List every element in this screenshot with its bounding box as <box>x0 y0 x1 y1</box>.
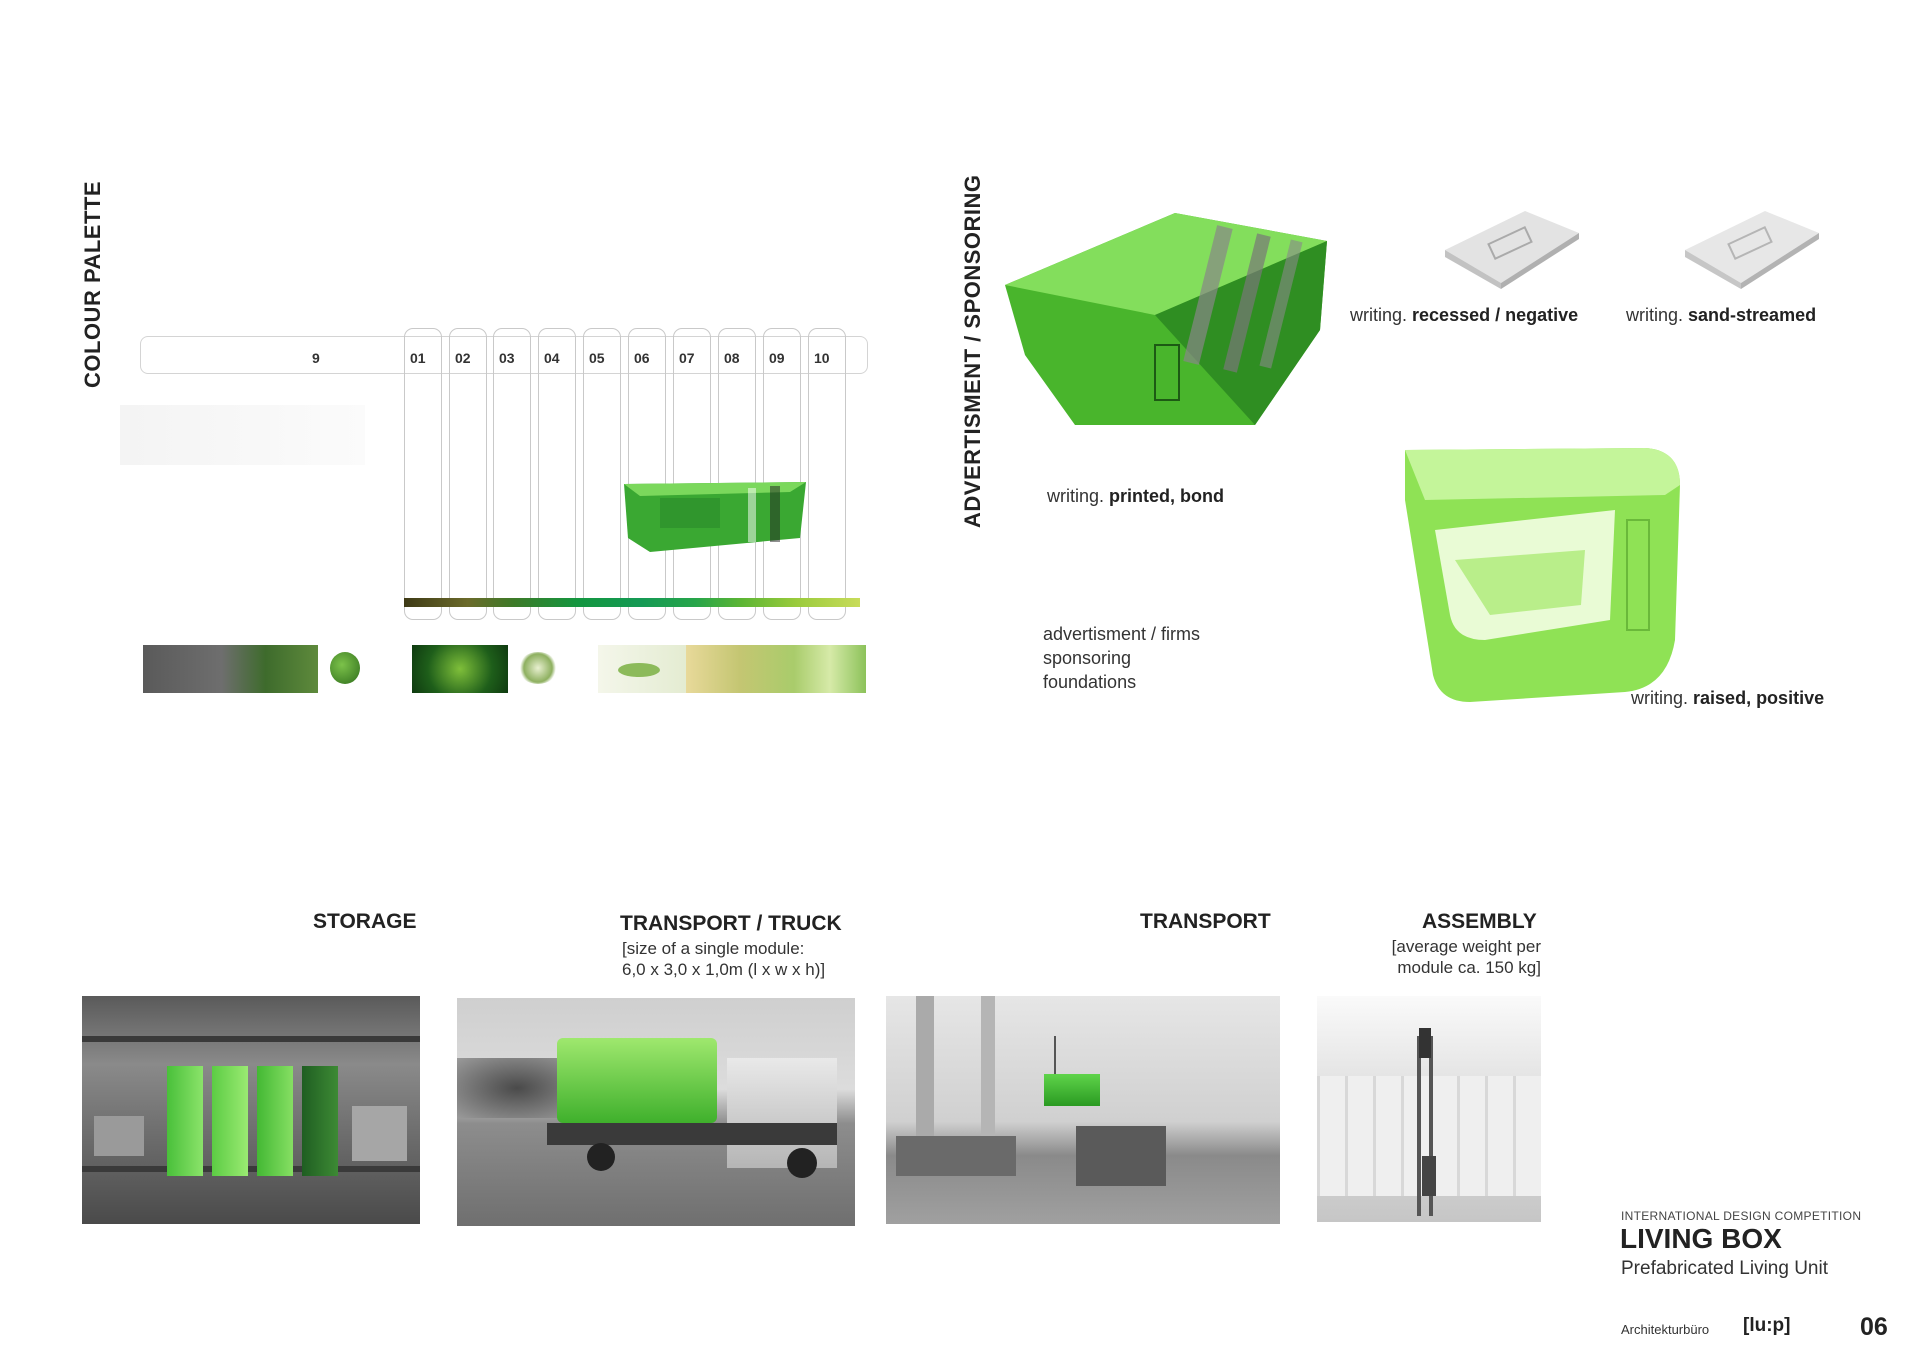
palette-photo-limes <box>686 645 866 693</box>
transport-truck-title: TRANSPORT / TRUCK <box>620 912 842 935</box>
palette-column <box>808 328 846 620</box>
transport-title: TRANSPORT <box>1140 910 1271 933</box>
assembly-subtitle: [average weight per module ca. 150 kg] <box>1391 937 1541 977</box>
assembly-title: ASSEMBLY <box>1422 910 1537 933</box>
recessed-slab-image <box>1445 211 1579 289</box>
palette-column-number: 02 <box>455 350 471 366</box>
palette-swatch-bar <box>404 598 860 607</box>
truck-photo <box>457 998 855 1226</box>
list-item: foundations <box>1043 672 1137 692</box>
palette-column-number: 03 <box>499 350 515 366</box>
competition-label: INTERNATIONAL DESIGN COMPETITION <box>1621 1209 1862 1223</box>
green-box-printed-image <box>1005 213 1327 425</box>
palette-module-image <box>624 482 806 552</box>
palette-column-number: 10 <box>814 350 830 366</box>
advertisment-title: ADVERTISMENT / SPONSORING <box>960 174 985 528</box>
raised-label: writing. raised, positive <box>1631 688 1825 708</box>
palette-column <box>404 328 442 620</box>
palette-column <box>449 328 487 620</box>
page-number: 06 <box>1860 1313 1888 1341</box>
palette-column-number: 09 <box>769 350 785 366</box>
colour-palette-title: COLOUR PALETTE <box>80 180 105 388</box>
palette-column-number: 01 <box>410 350 426 366</box>
palette-column-number: 06 <box>634 350 650 366</box>
sand-label: writing. sand-streamed <box>1626 305 1817 325</box>
palette-faded-block <box>120 405 365 465</box>
palette-header-bar <box>140 336 868 374</box>
palette-column <box>673 328 711 620</box>
recessed-label: writing. recessed / negative <box>1350 305 1579 325</box>
palette-header-label: 9 <box>312 350 320 366</box>
palette-column-number: 08 <box>724 350 740 366</box>
palette-photo-lime <box>330 652 360 684</box>
storage-photo <box>82 996 420 1224</box>
palette-column <box>538 328 576 620</box>
advertisment-list: advertisment / firms sponsoring foundati… <box>1043 622 1200 694</box>
palette-column <box>628 328 666 620</box>
office-label: Architekturbüro <box>1621 1322 1710 1337</box>
palette-column <box>493 328 531 620</box>
list-item: sponsoring <box>1043 648 1132 668</box>
crane-photo <box>886 996 1280 1224</box>
green-box-raised-image <box>1405 448 1680 702</box>
palette-column-number: 04 <box>544 350 560 366</box>
palette-column <box>763 328 801 620</box>
palette-photo-aloe <box>412 645 508 693</box>
storage-title: STORAGE <box>313 910 417 933</box>
palette-column-number: 07 <box>679 350 695 366</box>
palette-photo-grey-leaves <box>143 645 318 693</box>
assembly-photo <box>1317 996 1541 1222</box>
printed-label: writing. printed, bond <box>1047 486 1225 506</box>
transport-truck-subtitle: [size of a single module: 6,0 x 3,0 x 1,… <box>622 939 826 979</box>
project-subtitle: Prefabricated Living Unit <box>1621 1258 1828 1279</box>
sand-slab-image <box>1685 211 1819 289</box>
palette-column <box>583 328 621 620</box>
palette-column <box>718 328 756 620</box>
palette-photo-leaf <box>598 645 686 693</box>
brand-logo: [lu:p] <box>1743 1315 1791 1336</box>
list-item: advertisment / firms <box>1043 624 1201 644</box>
project-title: LIVING BOX <box>1620 1223 1782 1254</box>
palette-photo-grape <box>518 652 558 684</box>
palette-column-number: 05 <box>589 350 605 366</box>
